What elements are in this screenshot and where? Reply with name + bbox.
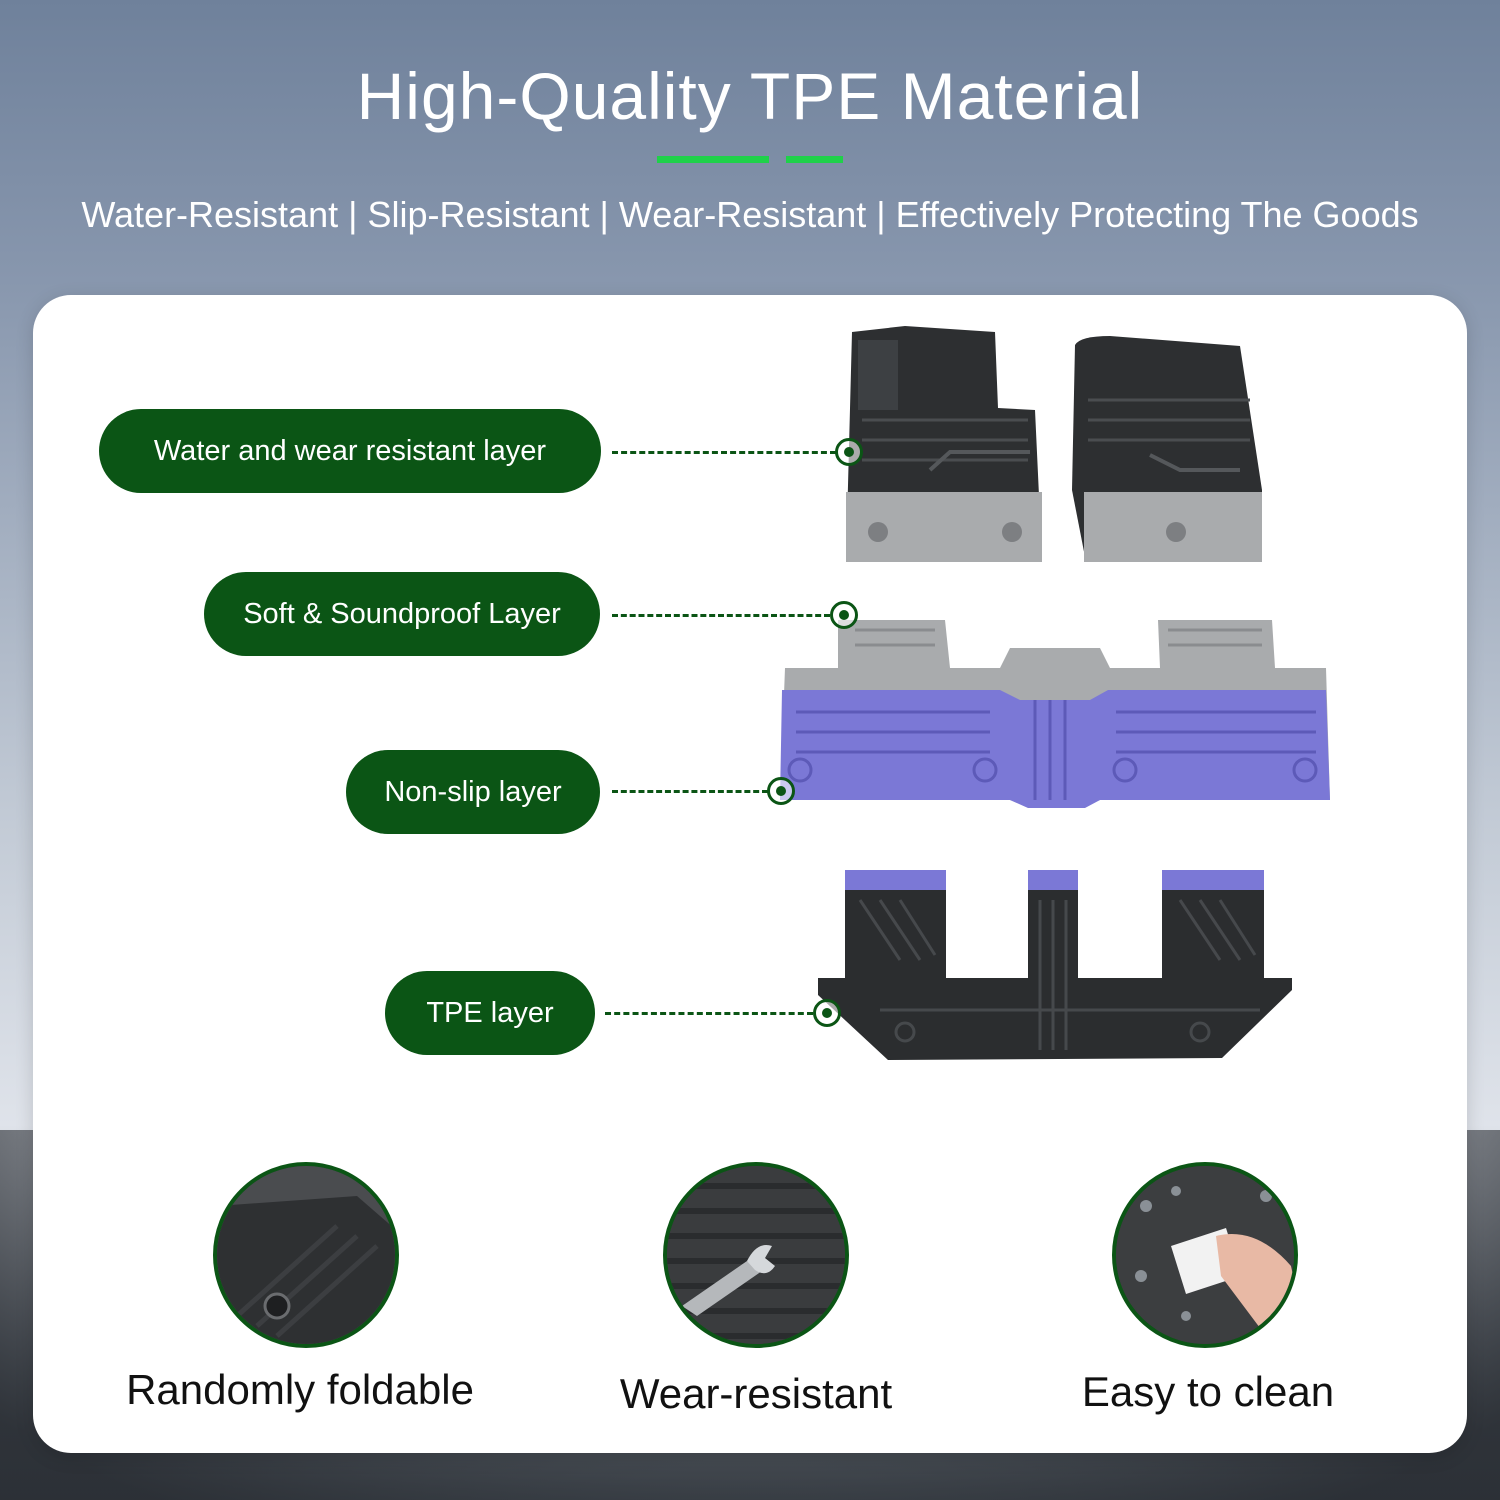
third-row-mat xyxy=(818,870,1292,1060)
wear-resistant-feature-label: Wear-resistant xyxy=(619,1370,893,1417)
non-slip-layer-label: Non-slip layer xyxy=(346,750,600,834)
title-accent-bar-long xyxy=(657,156,769,163)
easy-clean-feature-label: Easy to clean xyxy=(1081,1368,1335,1415)
soft-soundproof-layer-label: Soft & Soundproof Layer xyxy=(204,572,600,656)
foldable-feature-label: Randomly foldable xyxy=(126,1366,474,1413)
non-slip-leader-line xyxy=(612,790,768,793)
second-row-mat xyxy=(780,620,1330,808)
page-subtitle: Water-Resistant | Slip-Resistant | Wear-… xyxy=(81,194,1419,235)
tpe-marker-icon xyxy=(813,999,841,1027)
tpe-leader-line xyxy=(605,1012,813,1015)
tpe-layer-label: TPE layer xyxy=(385,971,595,1055)
front-right-mat xyxy=(1072,336,1262,562)
foldable-photo xyxy=(213,1162,399,1348)
easy-clean-photo xyxy=(1112,1162,1298,1348)
water-wear-layer-label: Water and wear resistant layer xyxy=(99,409,601,493)
water-wear-marker-icon xyxy=(835,438,863,466)
title-accent-bar-short xyxy=(786,156,843,163)
soft-soundproof-leader-line xyxy=(612,614,830,617)
front-left-mat xyxy=(846,326,1042,562)
non-slip-marker-icon xyxy=(767,777,795,805)
water-wear-leader-line xyxy=(612,451,836,454)
soft-soundproof-marker-icon xyxy=(830,601,858,629)
wear-resistant-photo xyxy=(663,1162,849,1348)
page-title: High-Quality TPE Material xyxy=(356,59,1144,133)
